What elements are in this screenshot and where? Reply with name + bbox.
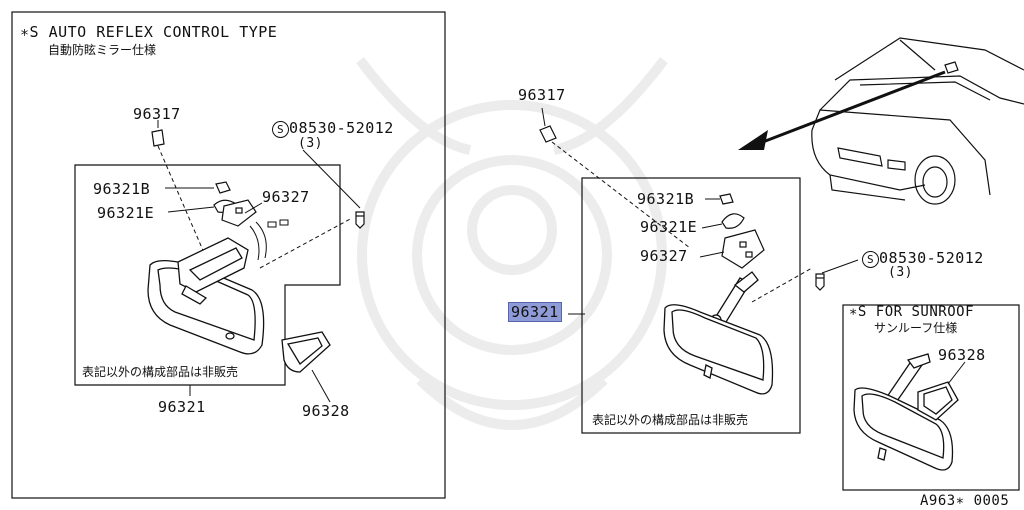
label-96321B-right: 96321B	[637, 190, 695, 208]
label-96321B-left: 96321B	[93, 180, 151, 198]
leader-96327-right	[699, 251, 725, 258]
label-96317-right: 96317	[518, 86, 566, 104]
label-96321E-right: 96321E	[640, 218, 698, 236]
label-96321E-left: 96321E	[97, 204, 155, 222]
label-96317-left: 96317	[133, 105, 181, 123]
screw-s-symbol-right: S	[862, 251, 879, 268]
left-note-jp: 表記以外の構成部品は非販売	[82, 365, 239, 379]
mirror-assembly-left	[147, 237, 265, 355]
leader-96321E-right	[701, 223, 723, 229]
leader-96327-left	[244, 202, 263, 214]
watermark-emblem	[356, 56, 668, 430]
bulb-96317-left	[151, 129, 165, 147]
leader-screw-left	[259, 217, 353, 269]
screw-code-text-left: 08530-52012	[289, 119, 394, 137]
connector2-left	[279, 219, 289, 226]
connector-left	[267, 221, 277, 228]
left-inner-outline	[74, 164, 341, 386]
leader-96317-right	[551, 141, 691, 249]
car-illustration	[811, 37, 1024, 205]
highlight-96321-label[interactable]: 96321	[508, 302, 562, 322]
label-96328-left: 96328	[302, 402, 350, 420]
label-96328-sunroof: 96328	[938, 346, 986, 364]
screw-code-text-right: 08530-52012	[879, 249, 984, 267]
screw-left	[355, 211, 365, 229]
pointer-arrow-line	[754, 70, 946, 147]
leader-96321E-left	[167, 206, 215, 213]
leader-screw-right	[751, 267, 813, 303]
leader-screw-code-right	[821, 259, 859, 274]
right-inner-frame	[581, 177, 801, 434]
sunroof-mirror	[853, 353, 954, 471]
tick-96317-right	[541, 107, 546, 127]
figure-code: A963∗ 0005	[920, 493, 1010, 509]
screw-qty-right: (3)	[888, 265, 913, 280]
wires-left	[249, 221, 267, 261]
bulb-96317-right	[539, 125, 557, 143]
screw-right	[815, 273, 825, 291]
sunroof-inset-frame	[842, 304, 1020, 491]
right-note-jp: 表記以外の構成部品は非販売	[592, 413, 749, 427]
label-96327-left: 96327	[262, 188, 310, 206]
highlighted-part-96321[interactable]: 96321	[508, 302, 562, 322]
left-panel-subtitle: 自動防眩ミラー仕様	[48, 43, 157, 57]
sunroof-subtitle: サンルーフ仕様	[874, 321, 958, 335]
label-96321-left: 96321	[158, 398, 206, 416]
screw-qty-left: (3)	[298, 136, 323, 151]
left-panel-title: ∗S AUTO REFLEX CONTROL TYPE	[20, 23, 278, 41]
sunroof-title: ∗S FOR SUNROOF	[849, 304, 975, 320]
parts-96321B-right	[719, 193, 765, 269]
mirror-assembly-right	[663, 271, 774, 395]
screw-s-symbol: S	[272, 121, 289, 138]
leader-96317-left	[157, 145, 209, 263]
leader-96328-sunroof	[947, 361, 966, 385]
left-panel-frame	[11, 11, 446, 499]
leader-96328-left	[311, 369, 331, 403]
pointer-arrow-head	[738, 130, 768, 150]
leader-screw-code-left	[302, 149, 361, 209]
sunroof-cover-96328	[917, 381, 959, 421]
label-96327-right: 96327	[640, 247, 688, 265]
cover-96328-left	[281, 331, 331, 373]
parts-96321B-left	[213, 181, 257, 227]
